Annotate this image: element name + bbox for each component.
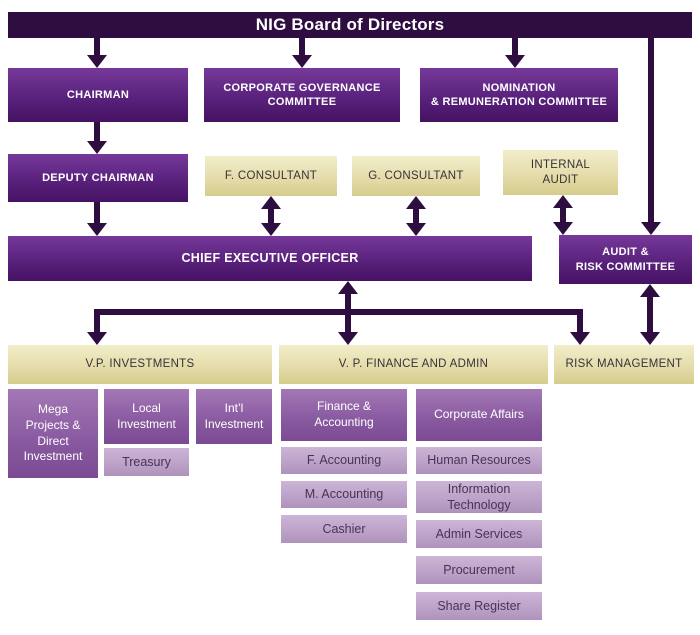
edge-branch-horizontal-line — [94, 309, 583, 315]
edge-board-auditrisk-line — [648, 37, 654, 223]
edge-board-nomination-line — [512, 37, 518, 57]
edge-internalaudit-auditrisk-arrow-down-icon — [553, 222, 573, 235]
edge-branch-vpinvestments-arrow-icon — [87, 332, 107, 345]
edge-board-chairman-line — [94, 37, 100, 57]
node-corporate-affairs: Corporate Affairs — [416, 389, 542, 441]
edge-board-chairman-arrow-icon — [87, 55, 107, 68]
edge-board-corpgov-arrow-icon — [292, 55, 312, 68]
node-f-consultant: F. CONSULTANT — [205, 156, 337, 196]
edge-board-corpgov-line — [299, 37, 305, 57]
edge-internalaudit-auditrisk-arrow-up-icon — [553, 195, 573, 208]
edge-gconsultant-ceo-arrow-up-icon — [406, 196, 426, 209]
node-intl-investment: Int’l Investment — [196, 389, 272, 444]
node-deputy-chairman: DEPUTY CHAIRMAN — [8, 154, 188, 202]
node-risk-management: RISK MANAGEMENT — [554, 345, 694, 384]
edge-deputy-ceo-line — [94, 202, 100, 225]
edge-board-nomination-arrow-icon — [505, 55, 525, 68]
edge-gconsultant-ceo-arrow-down-icon — [406, 223, 426, 236]
node-human-resources: Human Resources — [416, 447, 542, 474]
edge-auditrisk-riskmgmt-line — [647, 293, 653, 335]
node-vp-finance-admin: V. P. FINANCE AND ADMIN — [279, 345, 548, 384]
node-finance-accounting: Finance & Accounting — [281, 389, 407, 441]
node-share-register: Share Register — [416, 592, 542, 620]
node-corporate-governance-committee: CORPORATE GOVERNANCE COMMITTEE — [204, 68, 400, 122]
node-cashier: Cashier — [281, 515, 407, 543]
edge-deputy-ceo-arrow-icon — [87, 223, 107, 236]
edge-branch-riskmgmt-arrow-icon — [570, 332, 590, 345]
edge-chairman-deputy-arrow-icon — [87, 141, 107, 154]
edge-internalaudit-auditrisk-line — [560, 204, 566, 224]
node-admin-services: Admin Services — [416, 520, 542, 548]
node-g-consultant: G. CONSULTANT — [352, 156, 480, 196]
edge-auditrisk-riskmgmt-arrow-up-icon — [640, 284, 660, 297]
edge-branch-vpinvestments-line — [94, 309, 100, 335]
edge-chairman-deputy-line — [94, 122, 100, 142]
node-local-investment: Local Investment — [104, 389, 189, 444]
edge-fconsultant-ceo-line — [268, 205, 274, 227]
edge-fconsultant-ceo-arrow-down-icon — [261, 223, 281, 236]
node-board-of-directors: NIG Board of Directors — [8, 12, 692, 38]
edge-auditrisk-riskmgmt-arrow-down-icon — [640, 332, 660, 345]
node-chairman: CHAIRMAN — [8, 68, 188, 122]
edge-board-auditrisk-arrow-icon — [641, 222, 661, 235]
node-procurement: Procurement — [416, 556, 542, 584]
edge-branch-riskmgmt-line — [577, 309, 583, 335]
node-vp-investments: V.P. INVESTMENTS — [8, 345, 272, 384]
node-mega-projects-direct-investment: Mega Projects & Direct Investment — [8, 389, 98, 478]
edge-fconsultant-ceo-arrow-up-icon — [261, 196, 281, 209]
edge-ceo-vpfinance-arrow-up-icon — [338, 281, 358, 294]
node-treasury: Treasury — [104, 448, 189, 476]
edge-ceo-vpfinance-arrow-down-icon — [338, 332, 358, 345]
node-chief-executive-officer: CHIEF EXECUTIVE OFFICER — [8, 236, 532, 281]
node-internal-audit: INTERNAL AUDIT — [503, 150, 618, 195]
node-audit-risk-committee: AUDIT & RISK COMMITTEE — [559, 235, 692, 284]
edge-gconsultant-ceo-line — [413, 205, 419, 227]
node-information-technology: Information Technology — [416, 481, 542, 513]
node-m-accounting: M. Accounting — [281, 481, 407, 508]
node-nomination-remuneration-committee: NOMINATION & REMUNERATION COMMITTEE — [420, 68, 618, 122]
node-f-accounting: F. Accounting — [281, 447, 407, 474]
